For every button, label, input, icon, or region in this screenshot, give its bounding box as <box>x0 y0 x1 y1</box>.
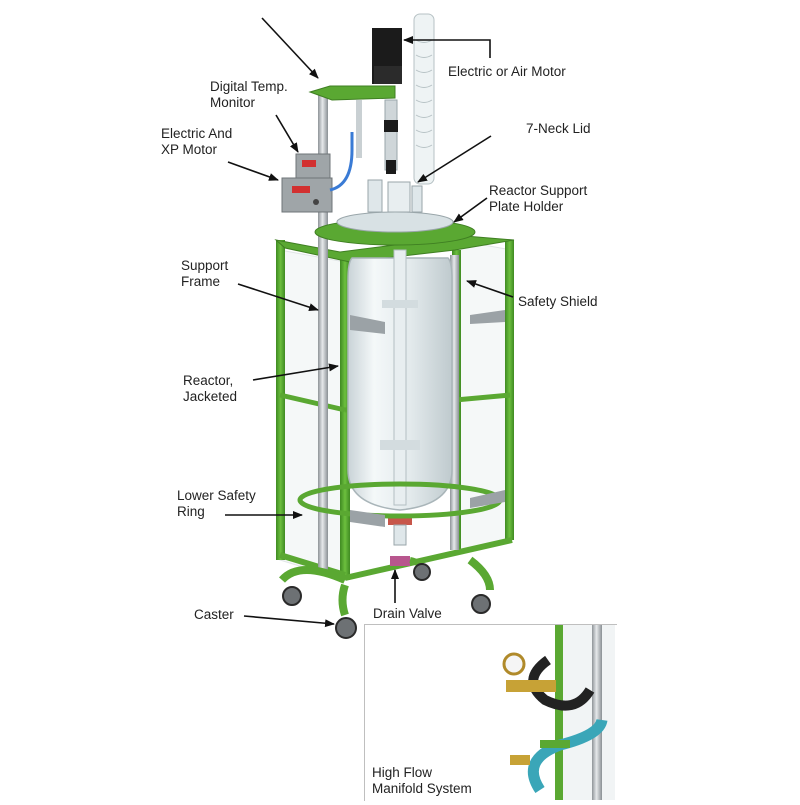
label-electric-or-air-motor: Electric or Air Motor <box>448 64 566 79</box>
steel-support-posts <box>318 95 459 575</box>
leader-caster <box>243 615 335 628</box>
label-reactor-support-plate-holder: Reactor Support Plate Holder <box>489 183 588 214</box>
leader-electric-or-air-motor <box>403 36 491 58</box>
manifold-inset-illustration <box>502 625 615 800</box>
leader-seven-neck-lid <box>417 135 492 183</box>
leader-reactor-jacketed <box>252 363 339 381</box>
label-reactor-jacketed: Reactor, Jacketed <box>183 373 238 404</box>
control-boxes <box>281 100 362 213</box>
support-brackets <box>350 310 505 527</box>
inset-frame <box>364 624 617 801</box>
label-high-flow-manifold-system: High Flow Manifold System <box>372 765 472 796</box>
base-and-casters <box>279 556 494 639</box>
label-drain-valve: Drain Valve <box>373 606 442 621</box>
leader-support-frame <box>237 283 319 312</box>
leader-digital-temp-monitor <box>275 114 299 153</box>
leader-electric-and-xp-motor <box>227 161 279 181</box>
label-electric-and-xp-motor: Electric And XP Motor <box>161 126 233 157</box>
label-lower-safety-ring: Lower Safety Ring <box>177 488 256 519</box>
leader-lines <box>225 17 514 628</box>
label-safety-shield: Safety Shield <box>518 294 598 309</box>
label-caster: Caster <box>194 607 234 622</box>
seven-neck-lid <box>314 179 476 246</box>
motor-assembly <box>308 28 402 174</box>
leader-safety-shield <box>466 280 514 298</box>
leader-top-arm <box>261 17 319 79</box>
leader-plate-holder <box>453 197 488 223</box>
label-digital-temp-monitor: Digital Temp. Monitor <box>210 79 288 110</box>
label-seven-neck-lid: 7-Neck Lid <box>526 121 591 136</box>
label-support-frame: Support Frame <box>181 258 229 289</box>
condenser <box>413 13 435 185</box>
